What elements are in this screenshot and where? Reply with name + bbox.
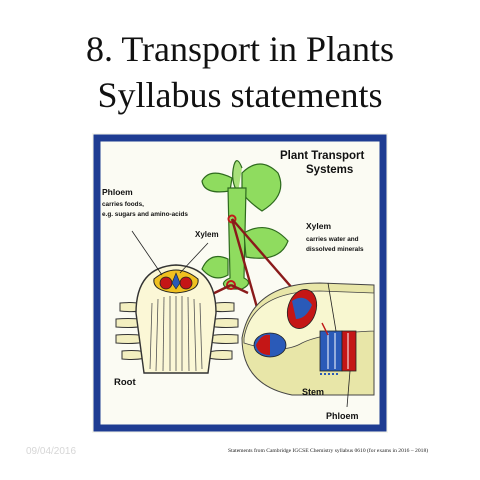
title-line-2: Syllabus statements [97,75,383,115]
slide-title: 8. Transport in Plants Syllabus statemen… [0,26,480,118]
phloem-description-line-2: e.g. sugars and amino-acids [102,211,188,218]
xylem-stem-label: Xylem [306,221,331,231]
plant-transport-diagram: Plant Transport Systems Phloem carries f… [92,133,388,433]
xylem-root-label: Xylem [195,230,219,239]
diagram-heading-line-1: Plant Transport [280,150,365,162]
stem-cross-section [241,282,375,408]
phloem-description-line-1: carries foods, [102,201,144,208]
xylem-description-line-2: dissolved minerals [306,246,364,253]
title-line-1: 8. Transport in Plants [85,29,395,69]
label-pointers [131,230,337,332]
xylem-description-line-1: carries water and [306,236,359,243]
slide-date: 09/04/2016 [26,446,77,457]
source-note: Statements from Cambridge IGCSE Chemistr… [228,448,429,454]
stem-label: Stem [302,387,324,397]
plant-illustration [201,160,289,290]
phloem-bottom-label: Phloem [326,411,359,421]
diagram-heading-line-2: Systems [306,164,353,176]
root-cross-section [115,264,239,374]
phloem-label: Phloem [102,187,133,197]
root-label: Root [114,377,136,388]
